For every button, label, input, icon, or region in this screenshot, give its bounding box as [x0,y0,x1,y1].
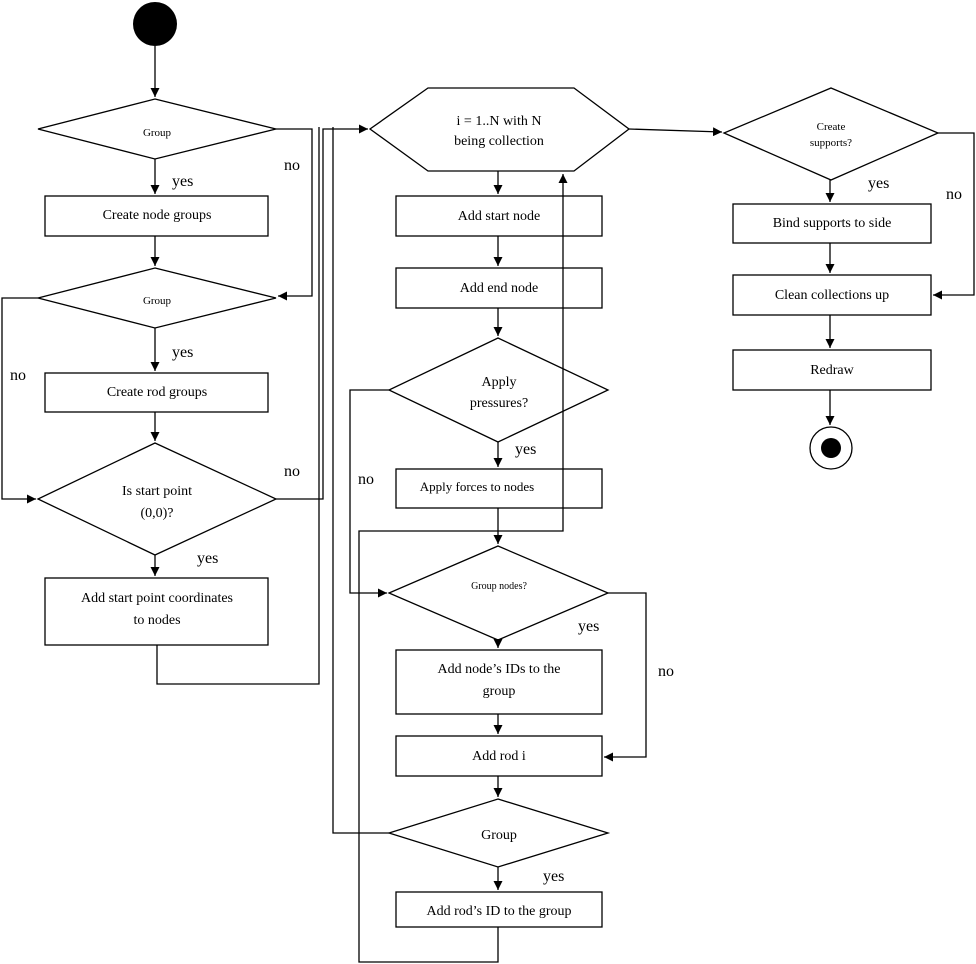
edge-loop-to-create-supports [628,127,723,137]
process-add-start-coordinates-label-2: to nodes [133,613,180,628]
edge-create-supports-no [933,132,975,300]
process-add-node-ids-label-1: Add node’s IDs to the [438,662,561,677]
edge-group-nodes-no [604,592,647,762]
label-yes-6: yes [543,868,564,885]
decision-group-2-label: Group [143,295,172,307]
label-no-5: no [658,663,674,680]
process-add-start-coordinates-label-1: Add start point coordinates [81,591,233,606]
label-yes-4: yes [515,441,536,458]
decision-start-point-label-1: Is start point [122,484,192,499]
process-add-start-coordinates [44,577,269,646]
decision-create-supports [722,87,940,181]
label-yes-3: yes [197,550,218,567]
edge-group2-no [1,297,38,504]
process-add-start-node [395,195,603,237]
end-node-dot [821,438,841,458]
decision-start-point [36,442,278,556]
decision-apply-pressures-label-1: Apply [482,375,517,390]
process-create-node-groups-label: Create node groups [103,208,212,223]
edge-group1-no [276,128,313,301]
decision-group-1-label: Group [143,127,172,139]
edge-start-point-no-to-loop [276,124,368,500]
process-add-start-node-label: Add start node [458,209,540,224]
process-add-node-ids-label-2: group [483,684,516,699]
label-no-3: no [284,463,300,480]
label-yes-7: yes [868,175,889,192]
decision-create-supports-label-1: Create [817,121,846,133]
loop-hexagon-label-1: i = 1..N with N [457,114,542,129]
label-no-2: no [10,367,26,384]
process-bind-supports [732,203,932,244]
edge-rod-id-loopback [358,174,568,963]
process-apply-forces-label: Apply forces to nodes [420,479,534,494]
start-node [133,2,177,46]
decision-create-supports-label-2: supports? [810,137,852,149]
label-no-6: no [946,186,962,203]
decision-group-nodes-label: Group nodes? [471,581,527,592]
label-yes-2: yes [172,344,193,361]
label-no-4: no [358,471,374,488]
process-add-rod-id-label: Add rod’s ID to the group [426,904,571,919]
process-redraw [732,349,932,391]
process-apply-forces [395,468,603,509]
decision-group-3-label: Group [481,828,517,843]
process-clean-collections-label: Clean collections up [775,288,889,303]
label-yes-5: yes [578,618,599,635]
label-yes-1: yes [172,173,193,190]
process-add-rod [395,735,603,777]
edge-pressures-no [349,389,389,598]
process-add-end-node [395,267,603,309]
label-no-1: no [284,157,300,174]
process-create-rod-groups [44,372,269,413]
decision-group-nodes [387,545,610,641]
process-redraw-label: Redraw [810,363,854,378]
process-add-rod-label: Add rod i [472,749,526,764]
process-bind-supports-label: Bind supports to side [773,216,892,231]
process-clean-collections [732,274,932,316]
process-add-node-ids [395,649,603,715]
decision-start-point-label-2: (0,0)? [140,506,173,521]
loop-hexagon [368,87,631,172]
loop-hexagon-label-2: being collection [454,134,544,149]
process-add-end-node-label: Add end node [460,281,539,296]
process-create-node-groups [44,195,269,237]
decision-apply-pressures [387,337,610,443]
edge-coordinates-to-loop [156,127,320,685]
process-create-rod-groups-label: Create rod groups [107,385,207,400]
decision-apply-pressures-label-2: pressures? [470,396,528,411]
process-add-rod-id [395,891,603,928]
edge-group3-no-loopback [332,127,389,834]
